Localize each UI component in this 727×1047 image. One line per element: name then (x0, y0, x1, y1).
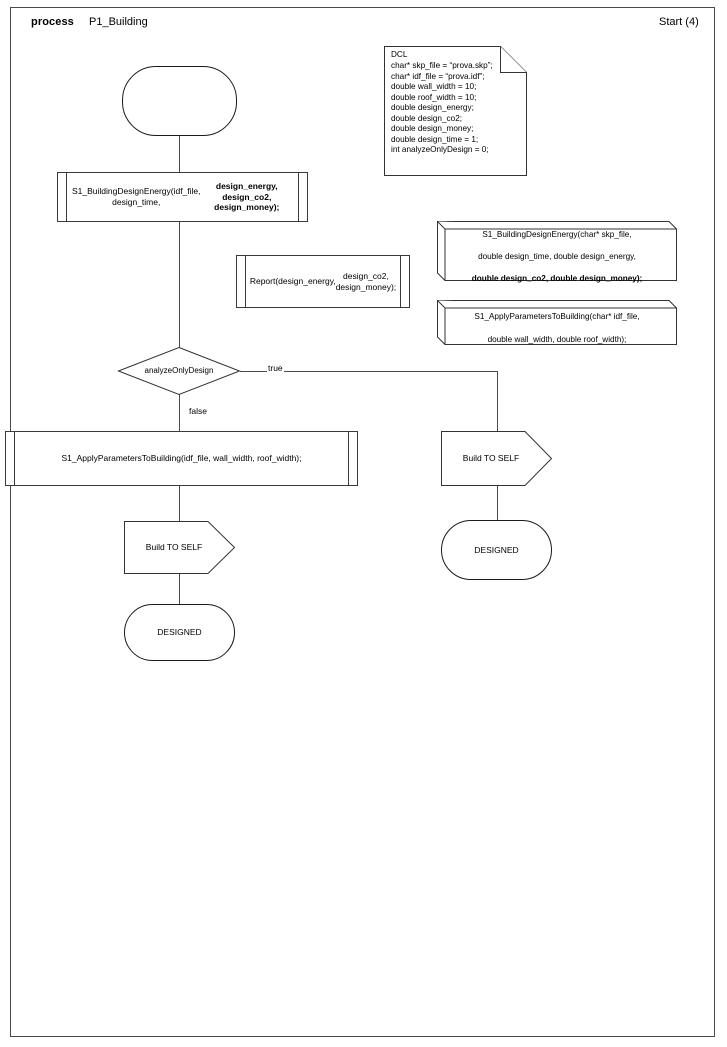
signature-banner-design-energy (437, 221, 677, 281)
subroutine-bar-right (298, 173, 299, 221)
build-to-self-left-label: Build TO SELF (145, 541, 203, 552)
note-outline (384, 46, 527, 176)
start-terminator[interactable] (122, 66, 237, 136)
edge-label-false: false (188, 406, 208, 416)
call-report[interactable]: Report(design_energy, design_co2, design… (236, 255, 410, 308)
report-bar-right (400, 256, 401, 307)
designed-terminator-left[interactable]: DESIGNED (124, 604, 235, 661)
connector-start-to-call (179, 136, 180, 172)
signature-1-line3: double design_co2, double design_money); (471, 274, 643, 284)
call-design-energy-line1: S1_BuildingDesignEnergy(idf_file, design… (72, 186, 201, 207)
signature-2-text: S1_ApplyParametersToBuilding(char* idf_f… (441, 304, 673, 344)
connector-call-to-decision (179, 222, 180, 360)
connector-decision-true-horizontal (240, 371, 498, 372)
apply-line1: S1_ApplyParametersToBuilding(idf_file, w… (61, 453, 302, 464)
sheet-border (10, 7, 715, 1037)
call-building-design-energy[interactable]: S1_BuildingDesignEnergy(idf_file, design… (57, 172, 308, 222)
connector-build-to-designed-left (179, 574, 180, 604)
build-to-self-right[interactable] (441, 431, 553, 486)
decision-label: analyzeOnlyDesign (144, 365, 214, 375)
connector-build-to-designed-right (497, 486, 498, 520)
build-to-self-left[interactable] (124, 521, 236, 574)
signature-1-line2: double design_time, double design_energy… (478, 252, 636, 261)
report-line2: design_co2, design_money); (335, 270, 397, 292)
signature-2-line2: double wall_width, double roof_width); (487, 334, 627, 344)
signature-1-line1: S1_BuildingDesignEnergy(char* skp_file, (482, 229, 632, 239)
dcl-note: DCL char* skp_file = “prova.skp”; char* … (384, 46, 527, 176)
header-kind-label: process (31, 16, 74, 28)
apply-bar-right (348, 432, 349, 485)
dcl-note-title: DCL (391, 50, 408, 59)
build-to-self-right-label: Build TO SELF (462, 452, 520, 463)
start-terminator-label (123, 67, 236, 135)
subroutine-bar-left (66, 173, 67, 221)
signature-banner-apply-params (437, 300, 677, 345)
decision-analyze-only-design[interactable] (117, 346, 241, 396)
designed-right-label: DESIGNED (474, 544, 519, 555)
call-apply-parameters-to-building[interactable]: S1_ApplyParametersToBuilding(idf_file, w… (5, 431, 358, 486)
header-start-label: Start (4) (659, 16, 699, 28)
report-line1: Report(design_energy, (249, 276, 336, 287)
report-bar-left (245, 256, 246, 307)
signature-1-text: S1_BuildingDesignEnergy(char* skp_file, … (441, 225, 673, 283)
dcl-note-body: char* skp_file = “prova.skp”; char* idf_… (391, 61, 493, 154)
apply-bar-left (14, 432, 15, 485)
connector-decision-true-vertical (497, 371, 498, 431)
connector-decision-false (179, 383, 180, 431)
designed-left-label: DESIGNED (157, 627, 202, 638)
signature-2-line1: S1_ApplyParametersToBuilding(char* idf_f… (474, 312, 640, 322)
designed-terminator-right[interactable]: DESIGNED (441, 520, 552, 580)
edge-label-true: true (267, 363, 284, 373)
call-design-energy-line2: design_energy, design_co2, design_money)… (214, 181, 280, 213)
header-process-name: P1_Building (89, 16, 148, 28)
connector-apply-to-build (179, 486, 180, 521)
